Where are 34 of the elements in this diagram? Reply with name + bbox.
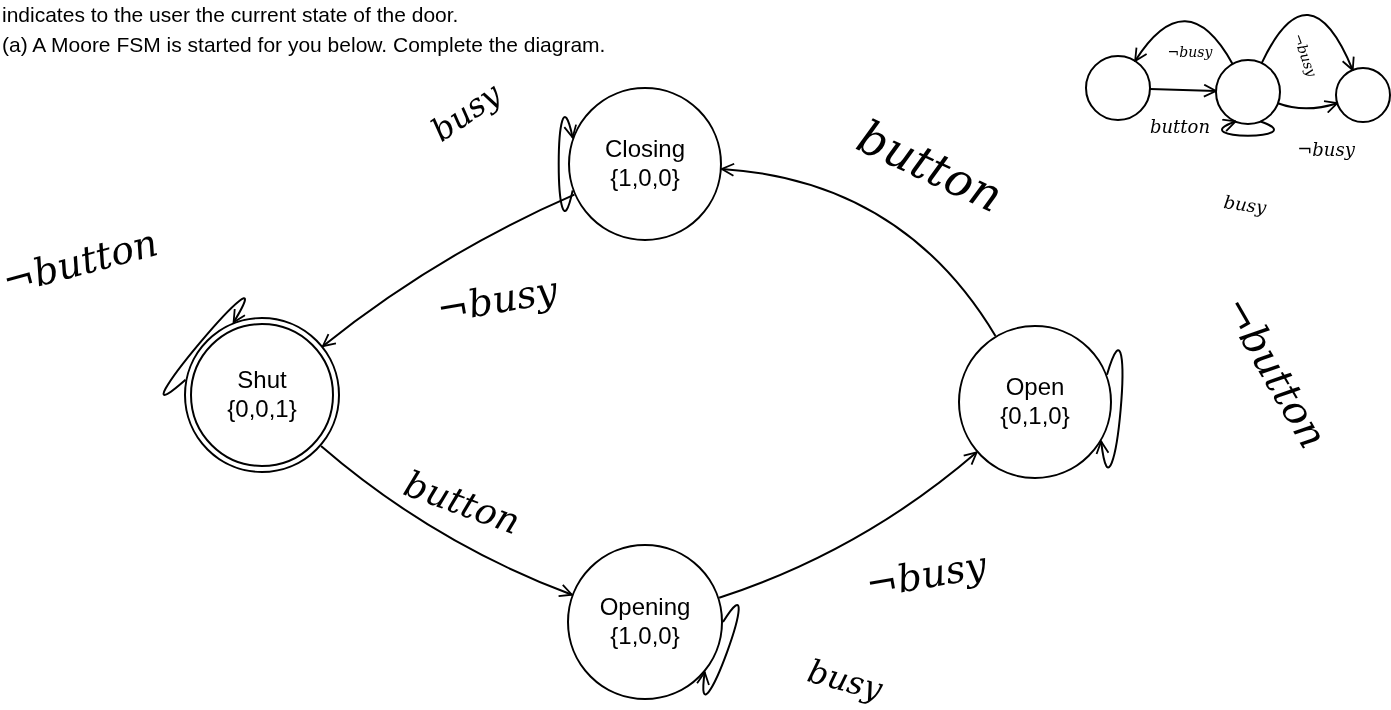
transition-label: ¬busy bbox=[862, 545, 990, 605]
transition-label: ¬busy bbox=[433, 270, 561, 330]
transition-label: ¬busy bbox=[1167, 45, 1213, 59]
state-circle bbox=[1335, 67, 1391, 123]
state-output: {0,1,0} bbox=[1000, 401, 1070, 431]
transition-label: button bbox=[1150, 118, 1210, 136]
state-name: Open bbox=[1005, 373, 1065, 401]
transition-arrow bbox=[718, 451, 978, 599]
transition-arrow bbox=[1096, 349, 1124, 469]
state-output: {0,0,1} bbox=[227, 394, 297, 424]
transition-arrow bbox=[321, 193, 576, 348]
question-text: indicates to the user the current state of the door. bbox=[2, 2, 459, 28]
transition-arrow bbox=[696, 604, 740, 696]
transition-arrow bbox=[162, 297, 246, 396]
state-circle bbox=[1215, 59, 1281, 125]
transition-arrow bbox=[1149, 83, 1217, 98]
transition-arrow bbox=[1276, 99, 1339, 114]
state-output: {1,0,0} bbox=[610, 621, 680, 651]
state-name: Shut bbox=[237, 366, 287, 394]
transition-arrow bbox=[1221, 119, 1275, 137]
state-name: Closing bbox=[604, 135, 685, 163]
transition-arrow bbox=[320, 445, 573, 597]
transition-arrow bbox=[1260, 14, 1355, 72]
transition-arrow bbox=[557, 116, 577, 212]
state-output: {1,0,0} bbox=[610, 163, 680, 193]
transition-label: busy bbox=[1222, 193, 1268, 217]
transition-arrow bbox=[1134, 20, 1234, 65]
transition-label: ¬button bbox=[0, 223, 162, 301]
state-name: Opening bbox=[599, 593, 691, 621]
transition-label: busy bbox=[804, 654, 886, 706]
transition-label: ¬busy bbox=[1290, 31, 1320, 79]
transition-label: ¬busy bbox=[1297, 141, 1355, 159]
state-circle bbox=[1085, 55, 1151, 121]
question-text: (a) A Moore FSM is started for you below. Complete the diagram. bbox=[2, 32, 606, 58]
